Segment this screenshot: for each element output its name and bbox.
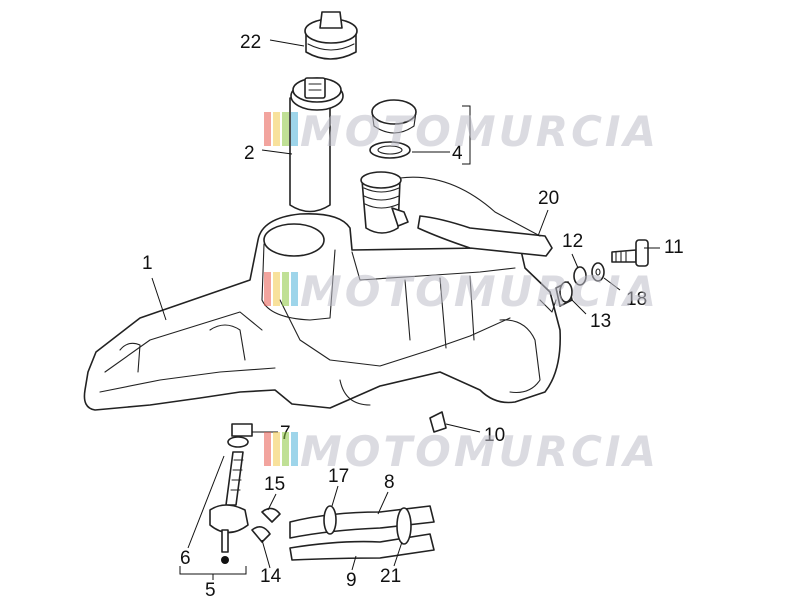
overflow-hose [399, 176, 553, 257]
watermark-stripe-3 [282, 432, 289, 466]
callout-8: 8 [384, 472, 395, 493]
callout-4: 4 [452, 143, 463, 164]
watermark-stripe-3 [282, 112, 289, 146]
callout-5: 5 [205, 580, 216, 600]
watermark-stripe-2 [273, 432, 280, 466]
watermark-text: MOTOMURCIA [300, 427, 659, 476]
hose-clamps [251, 411, 447, 543]
callout-2: 2 [244, 143, 255, 164]
watermark-stripe-2 [273, 112, 280, 146]
watermark-stripe-4 [291, 432, 298, 466]
callout-14: 15 [264, 474, 285, 495]
callout-12: 12 [562, 231, 583, 252]
leader-lines [151, 39, 660, 580]
callout-13: 13 [590, 311, 611, 332]
fuel-tap-assembly [209, 423, 253, 564]
watermark-stripe-1 [264, 112, 271, 146]
callout-17: 17 [328, 466, 349, 487]
ring-nut [369, 99, 417, 159]
watermark-stripe-4 [291, 272, 298, 306]
callout-20: 20 [538, 188, 559, 209]
callout-15: 14 [260, 566, 282, 587]
callout-11: 11 [664, 237, 684, 258]
fuel-tank [83, 212, 562, 411]
watermark-text: MOTOMURCIA [300, 107, 659, 156]
fuel-cap [304, 11, 358, 60]
callout-1: 1 [142, 253, 153, 274]
callout-9: 9 [346, 570, 357, 591]
watermark-stripe-4 [291, 112, 298, 146]
watermark-stripe-1 [264, 272, 271, 306]
callout-22: 22 [240, 32, 261, 53]
callout-21: 21 [380, 566, 401, 587]
watermark-bottom: MOTOMURCIA [264, 427, 659, 476]
watermark-stripe-1 [264, 432, 271, 466]
callout-10: 10 [484, 425, 505, 446]
watermark-top: MOTOMURCIA [264, 107, 659, 156]
watermark-stripe-2 [273, 272, 280, 306]
watermark-text: MOTOMURCIA [300, 267, 659, 316]
fuel-gauge-sender [289, 77, 344, 213]
watermark-stripe-3 [282, 272, 289, 306]
callout-6: 6 [180, 548, 191, 569]
watermark-middle: MOTOMURCIA [264, 267, 659, 316]
callout-18: 18 [626, 289, 647, 310]
fuel-hoses [289, 505, 435, 561]
mounting-hardware [555, 239, 649, 307]
filler-neck [360, 171, 409, 234]
